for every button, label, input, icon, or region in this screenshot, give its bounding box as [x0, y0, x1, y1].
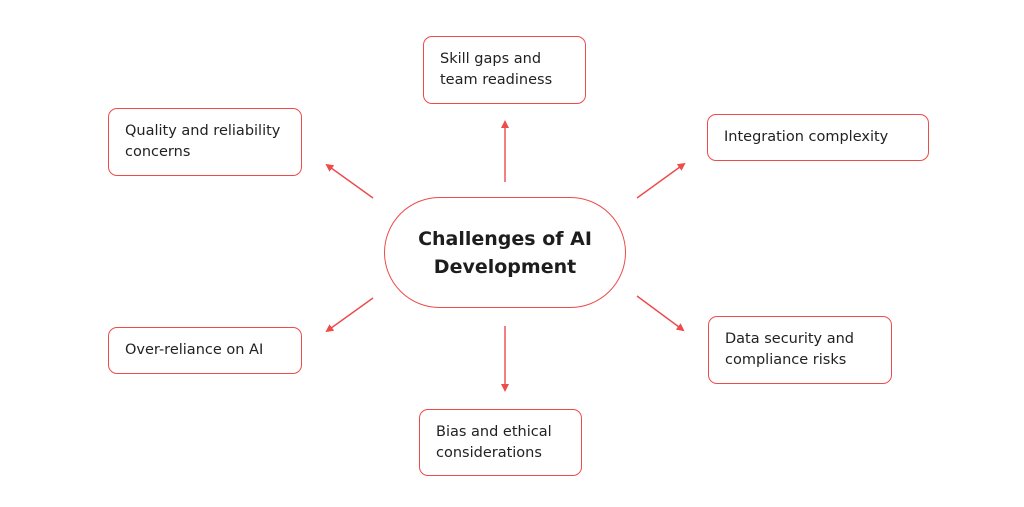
node-label: Integration complexity [724, 129, 889, 145]
node-data-security: Data security and compliance risks [708, 316, 892, 384]
arrow-to-data-security [636, 295, 685, 332]
node-label: Data security and compliance risks [725, 331, 855, 368]
node-skill-gaps: Skill gaps and team readiness [423, 36, 586, 104]
central-topic-node: Challenges of AI Development [384, 197, 626, 308]
arrow-to-quality [325, 163, 374, 199]
node-label: Quality and reliability concerns [125, 123, 281, 160]
node-quality: Quality and reliability concerns [108, 108, 302, 176]
arrow-to-over-reliance [325, 297, 374, 333]
node-bias: Bias and ethical considerations [419, 409, 582, 476]
central-topic-label: Challenges of AI Development [418, 227, 592, 278]
node-label: Bias and ethical considerations [436, 423, 552, 461]
arrow-to-integration [636, 162, 686, 199]
node-label: Skill gaps and team readiness [440, 51, 553, 88]
node-label: Over-reliance on AI [125, 342, 264, 358]
node-over-reliance: Over-reliance on AI [108, 327, 302, 374]
node-integration: Integration complexity [707, 114, 929, 161]
